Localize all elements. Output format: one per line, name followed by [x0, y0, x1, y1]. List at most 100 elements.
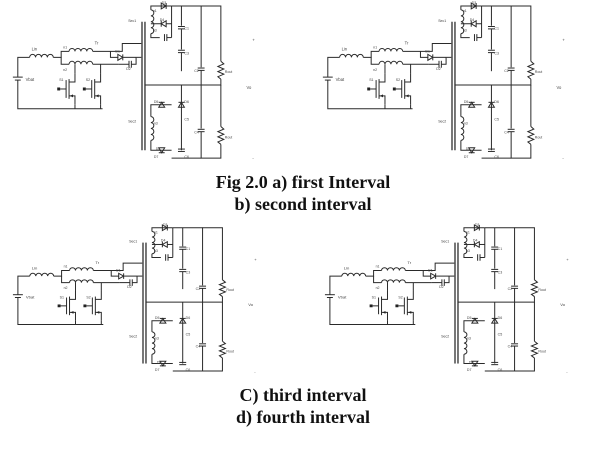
- rout-top-label: Rout: [535, 70, 542, 74]
- primary-winding-1: [70, 268, 94, 271]
- secondary-sec1-label: Sec1: [128, 19, 136, 23]
- capacitor-c1-label: C1: [184, 27, 189, 31]
- clamp-diode-d1-triangle: [119, 273, 124, 279]
- resistor-rout-top: [528, 61, 534, 79]
- switch-s2-source: [407, 312, 413, 320]
- secondary-sec2-label: Sec2: [441, 335, 449, 339]
- wire-output-bottom: [201, 132, 221, 158]
- wire-c2-top: [172, 6, 202, 67]
- diode-d6-label: D6: [186, 316, 191, 320]
- capacitor-c4-label: C4: [196, 345, 201, 349]
- diode-d4-label: D4: [473, 239, 478, 243]
- clamp-diode-d1-label: D1: [428, 269, 433, 273]
- switch-s2-gate-terminal: [395, 304, 399, 308]
- wire-output-bottom: [203, 346, 223, 371]
- wire-inductor-to-winding2: [62, 276, 70, 283]
- wire-clamp-cap-b: [131, 57, 136, 64]
- wire-midpoint: [511, 70, 531, 85]
- diode-d8-label: D8: [156, 147, 161, 151]
- switch-s2-drain: [405, 73, 411, 82]
- output-vo-label: Vo: [248, 302, 254, 307]
- winding-n2-label: n2: [373, 68, 377, 72]
- resistor-rout-bottom: [218, 127, 224, 145]
- rout-top-label: Rout: [225, 70, 232, 74]
- output-plus-label: +: [254, 257, 257, 262]
- switch-s1-arrow: [382, 310, 386, 314]
- capacitor-c5-label: C5: [184, 118, 189, 122]
- primary-winding-1: [69, 48, 93, 51]
- diode-d6-label: D6: [494, 100, 499, 104]
- rout-bottom-label: Rout: [225, 135, 232, 139]
- switch-s2-drain: [95, 291, 101, 299]
- wire-sec2-bottom: [464, 354, 485, 363]
- wire-source-top: [18, 276, 30, 295]
- switch-s2-label: S2: [396, 78, 400, 82]
- switch-s2-label: S2: [86, 296, 90, 300]
- sec1-n3-label: n3: [466, 249, 470, 253]
- wire-output-bottom: [511, 132, 531, 158]
- wire-sec2-top: [151, 105, 172, 117]
- diode-d7-label: D7: [155, 368, 160, 372]
- wire-output-top: [201, 6, 221, 61]
- rout-bottom-label: Rout: [226, 349, 234, 353]
- wire-source-top: [330, 276, 342, 295]
- wire-source-top: [328, 57, 340, 77]
- wire-source-return: [330, 297, 415, 324]
- wire-inductor-to-winding: [363, 51, 379, 57]
- switch-s1-source: [69, 96, 75, 105]
- switch-s1-source: [379, 96, 385, 105]
- diode-d8-label: D8: [157, 361, 162, 365]
- wire-sec1-bottom: [464, 254, 473, 258]
- switch-s1-label: S1: [369, 78, 373, 82]
- switch-s1-arrow: [70, 94, 73, 98]
- sec1-n1-label: n1: [154, 230, 158, 234]
- sec1-n3-label: n3: [154, 249, 158, 253]
- capacitor-c3-label: C3: [494, 51, 499, 55]
- secondary-winding-1: [461, 10, 464, 34]
- wire-inductor-to-winding: [53, 51, 69, 57]
- wire-sec1-bottom: [461, 34, 470, 38]
- wire-primary-top: [403, 44, 452, 52]
- primary-winding-1: [382, 268, 406, 271]
- diode-d8-label: D8: [469, 361, 474, 365]
- diode-d5-label: D5: [467, 316, 472, 320]
- output-plus-label: +: [562, 38, 565, 43]
- wire-sec1-top: [461, 6, 482, 10]
- switch-s1-gate-terminal: [57, 304, 61, 308]
- clamp-diode-d2-label: D2: [439, 285, 444, 289]
- wire-sec2-bottom: [152, 354, 173, 363]
- secondary-sec2-label: Sec2: [129, 335, 137, 339]
- switch-s2-label: S2: [86, 78, 90, 82]
- switch-s1-label: S1: [60, 296, 64, 300]
- wire-c2-top: [482, 6, 512, 67]
- primary-winding-2: [70, 280, 94, 283]
- wire-sec1-bottom: [151, 34, 160, 38]
- capacitor-c3-label: C3: [184, 51, 189, 55]
- wire-sec2-top: [464, 321, 485, 332]
- winding-n2-label: n2: [64, 286, 68, 290]
- wire-midpoint: [515, 288, 535, 302]
- primary-winding-2: [69, 61, 93, 64]
- sec1-n3-label: n3: [463, 29, 467, 33]
- switch-s1-source: [382, 312, 388, 320]
- inductor-label: Lin: [32, 46, 38, 51]
- diode-d3-label: D3: [475, 223, 480, 227]
- wire-sec2-bottom: [461, 140, 482, 150]
- clamp-diode-d1-triangle: [428, 54, 433, 60]
- switch-s1-drain: [382, 291, 388, 299]
- resistor-rout-top: [531, 280, 537, 297]
- switch-s2-arrow: [96, 310, 100, 314]
- wire-sec2-top: [461, 105, 482, 117]
- diode-d5-triangle: [159, 102, 165, 107]
- input-inductor: [342, 273, 366, 276]
- caption-second-interval: b) second interval: [234, 194, 372, 214]
- winding-n1-label: n1: [63, 45, 67, 49]
- wire-inductor-to-winding: [366, 271, 382, 277]
- wire-c2-top: [485, 228, 515, 286]
- diode-d3-triangle: [474, 225, 479, 231]
- secondary-sec2-label: Sec2: [128, 120, 136, 124]
- diode-d5-triangle: [160, 318, 166, 323]
- wire-clamp-cap-b: [444, 276, 449, 283]
- diode-d3-label: D3: [472, 1, 477, 5]
